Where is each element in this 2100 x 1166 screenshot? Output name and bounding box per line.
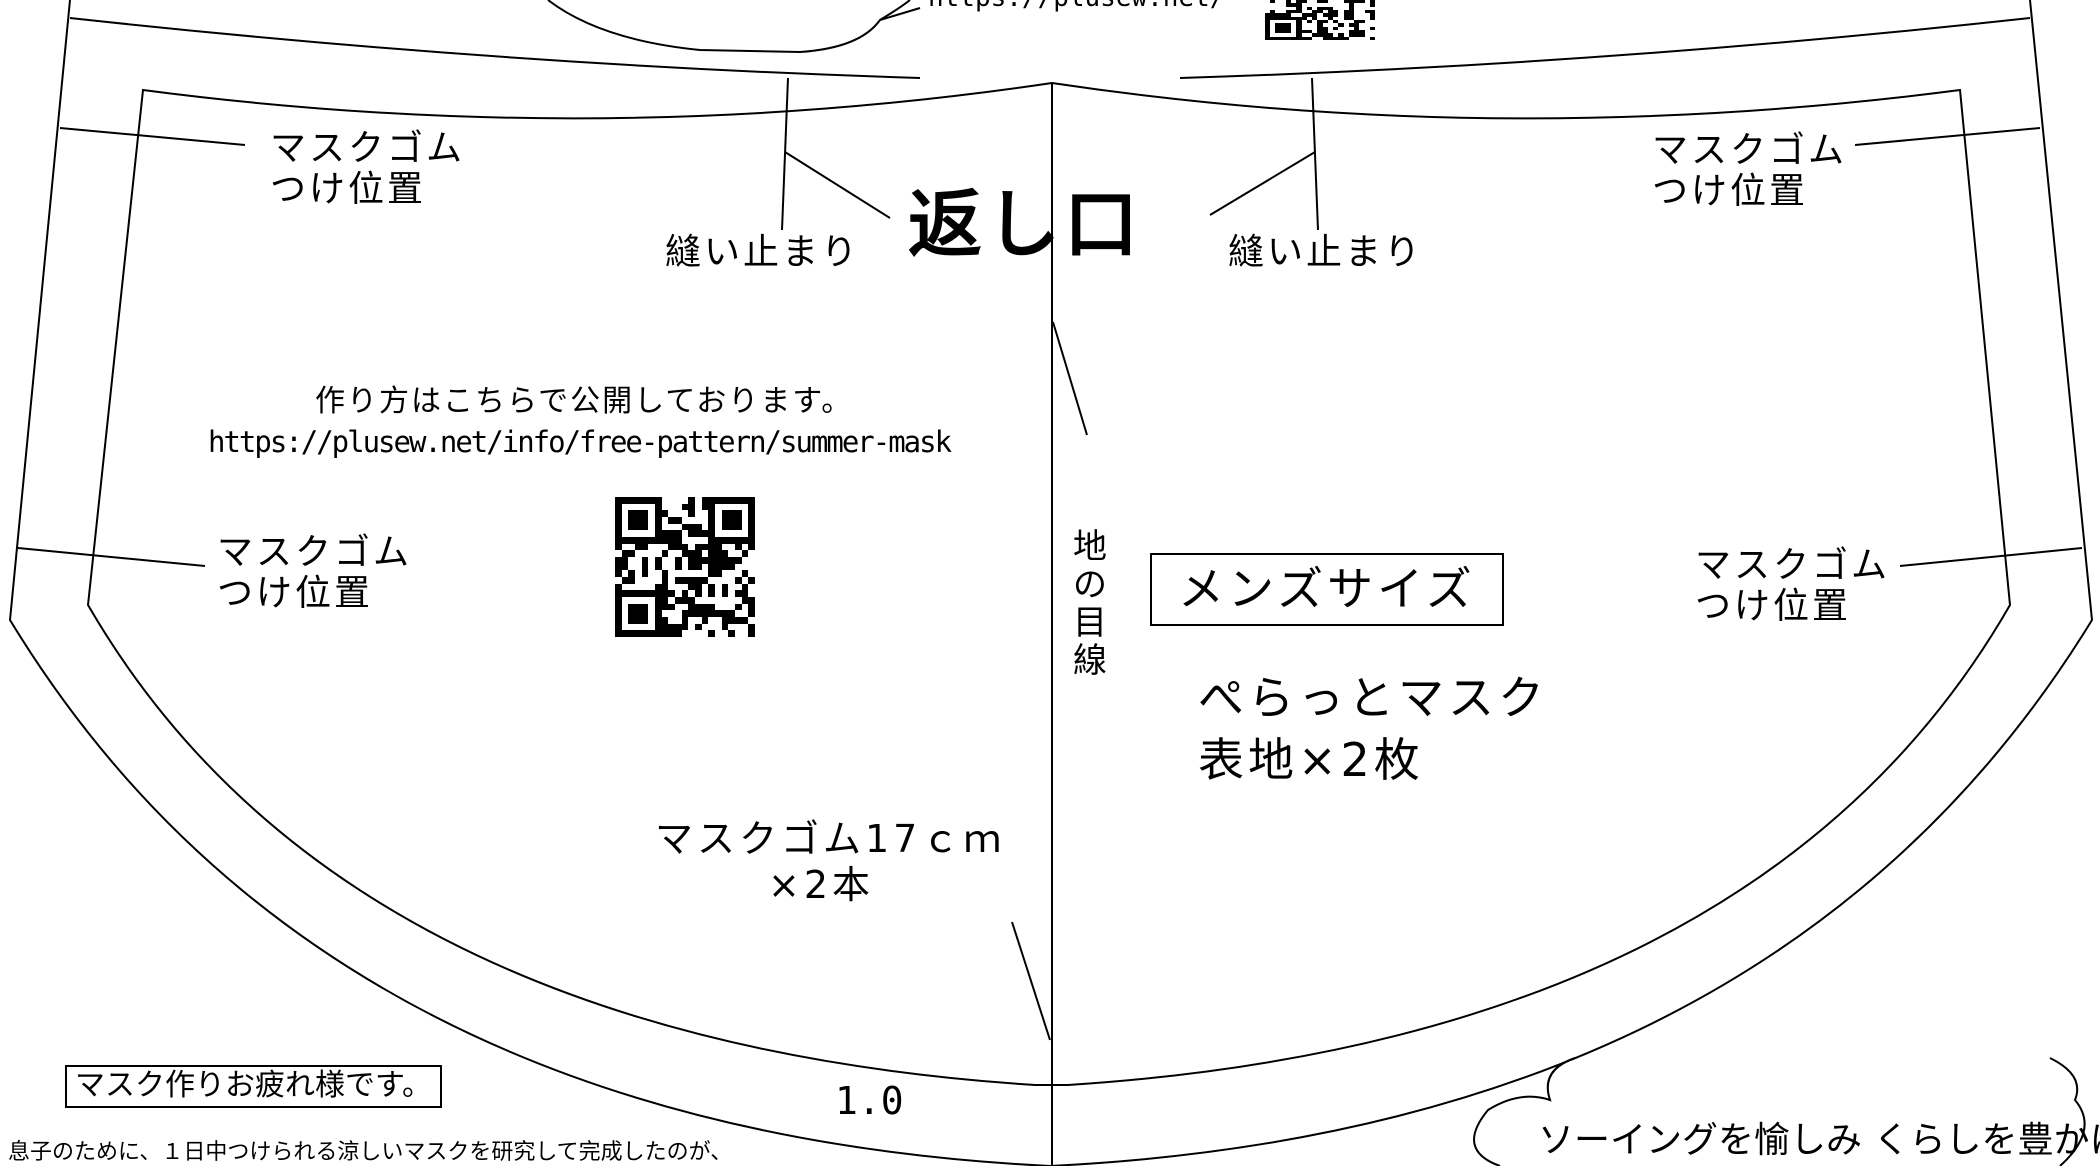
stop-leader-right [1209,151,1316,216]
stop-mark-right [1311,77,1319,231]
qr-code-top [1265,0,1375,40]
top-edge-left [69,17,921,79]
gather-mark-right-lower [1899,547,2083,567]
cloud-shape [1473,1057,2086,1166]
stop-leader-left [784,151,891,219]
partial-url: https://plusew.net/ [928,0,1225,14]
stop-mark-left [781,77,789,231]
opening-label: 返し口 [908,182,1142,268]
qr-code-main [615,497,755,637]
grain-arrow-bottom [1011,921,1051,1041]
footnote-text: 息子のために、１日中つけられる涼しいマスクを研究して完成したのが、 [8,1140,733,1165]
grain-arrow-top [1052,321,1088,436]
gather-mark-left-lower [17,547,206,567]
elastic-quantity: ×2本 [768,863,875,907]
gather-label-upper-right: マスクゴム つけ位置 [1652,130,1848,213]
thanks-box: マスク作りお疲れ様です。 [65,1065,442,1108]
scale-label: 1.0 [835,1079,904,1123]
elastic-spec: マスクゴム17ｃｍ [655,817,1006,861]
stop-label-left: 縫い止まり [665,232,861,273]
outer-cut-line [8,0,2094,1166]
top-speech-bubble [547,0,921,54]
gather-mark-right-upper [1854,127,2041,146]
gather-label-lower-left: マスクゴム つけ位置 [217,532,413,615]
instructions-url: https://plusew.net/info/free-pattern/sum… [208,425,952,459]
inner-stitch-line [86,81,2012,1086]
stop-label-right: 縫い止まり [1228,232,1424,273]
top-edge-right [1179,17,2031,79]
size-label: メンズサイズ [1150,553,1504,626]
product-quantity: 表地×2枚 [1198,733,1424,787]
grain-line-label: 地の目線 [1073,527,1107,682]
gather-mark-left-upper [59,127,246,146]
product-name: ぺらっとマスク [1198,671,1548,725]
gather-label-lower-right: マスクゴム つけ位置 [1695,545,1891,628]
instructions-text: 作り方はこちらで公開しております。 [315,384,854,419]
cloud-slogan: ソーイングを愉しみ くらしを豊かに。 [1538,1120,2100,1161]
gather-label-left: マスクゴム つけ位置 [270,128,466,211]
